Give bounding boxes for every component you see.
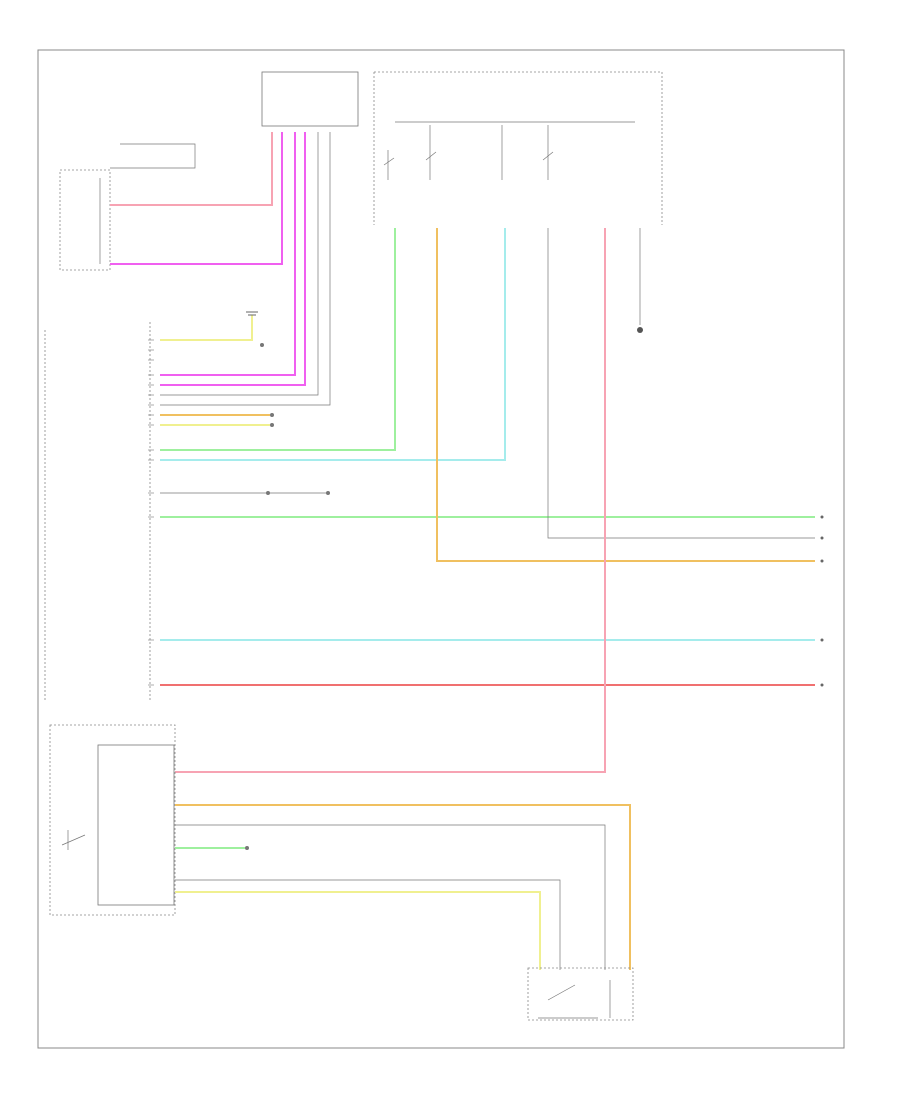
switch-icon xyxy=(542,125,554,180)
gray-wire-2 xyxy=(160,132,331,406)
gray-wire-lower xyxy=(175,824,606,970)
magenta-wire-1 xyxy=(110,132,283,265)
gray-wire-long xyxy=(547,228,815,539)
door-switch-box xyxy=(59,169,111,271)
pink-wire-lower xyxy=(175,228,606,773)
switch-icon xyxy=(61,830,86,850)
yellow-wire-lower xyxy=(175,891,541,970)
switch-icon xyxy=(383,150,395,180)
bottom-switch-assembly xyxy=(527,967,634,1021)
magenta-wire-2 xyxy=(160,132,296,376)
control-module-box xyxy=(261,71,359,127)
switch-icon xyxy=(538,984,598,1019)
connector-icon xyxy=(245,343,330,850)
door-ajar-wire xyxy=(110,143,196,169)
connector-icon xyxy=(820,515,824,687)
diagram-frame xyxy=(37,49,845,1049)
orange-wire-lower xyxy=(175,804,631,970)
module-pin-ticks xyxy=(148,339,154,686)
gray-wire-1 xyxy=(160,132,319,396)
gray-wire-lower-2 xyxy=(175,879,561,970)
ground-icon xyxy=(637,327,643,333)
lower-control-module xyxy=(97,744,175,906)
pink-wire-1 xyxy=(110,132,273,206)
orange-wire-long xyxy=(436,228,815,562)
yellow-wire-top xyxy=(160,315,253,341)
fuse-block-outline xyxy=(374,71,663,225)
magenta-wire-3 xyxy=(160,132,306,386)
ground-icon xyxy=(246,311,258,316)
light-blue-wire-1 xyxy=(160,228,506,461)
switch-icon xyxy=(425,125,437,180)
lower-module-outline xyxy=(49,724,176,916)
green-wire-1 xyxy=(160,228,396,451)
